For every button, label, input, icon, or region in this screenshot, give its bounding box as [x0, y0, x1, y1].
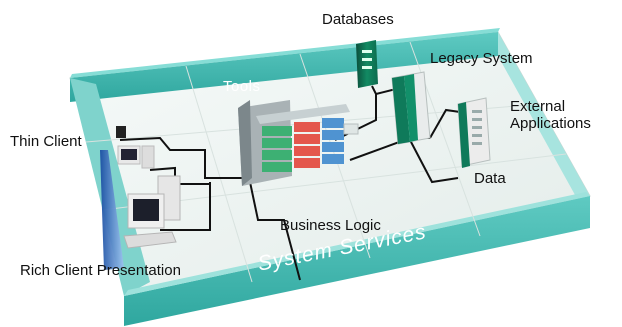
business-logic-stacks: [238, 100, 350, 186]
business-logic-label: Business Logic: [280, 217, 381, 234]
back-wall-top: [70, 28, 500, 78]
thin-client-label: Thin Client: [10, 133, 82, 150]
external-applications-servers: [457, 97, 491, 168]
presentation-panel: [100, 150, 124, 270]
rich-client-computer: [123, 175, 181, 249]
tools-label: Tools: [223, 78, 261, 95]
front-wall: [124, 196, 590, 326]
legacy-system-label: Legacy System: [430, 50, 533, 67]
databases-label: Databases: [322, 11, 394, 28]
right-wall: [498, 32, 590, 222]
data-label: Data: [474, 170, 506, 187]
back-wall: [70, 32, 498, 102]
external-applications-label: External Applications: [510, 98, 591, 133]
external-applications-line1: External: [510, 98, 566, 115]
rich-client-presentation-label: Rich Client Presentation: [20, 262, 181, 279]
legacy-system-server: [391, 71, 431, 145]
databases-server: [356, 40, 378, 88]
external-applications-line2: Applications: [510, 115, 591, 133]
data-cube: [343, 123, 359, 135]
thin-client-device: [116, 126, 155, 169]
